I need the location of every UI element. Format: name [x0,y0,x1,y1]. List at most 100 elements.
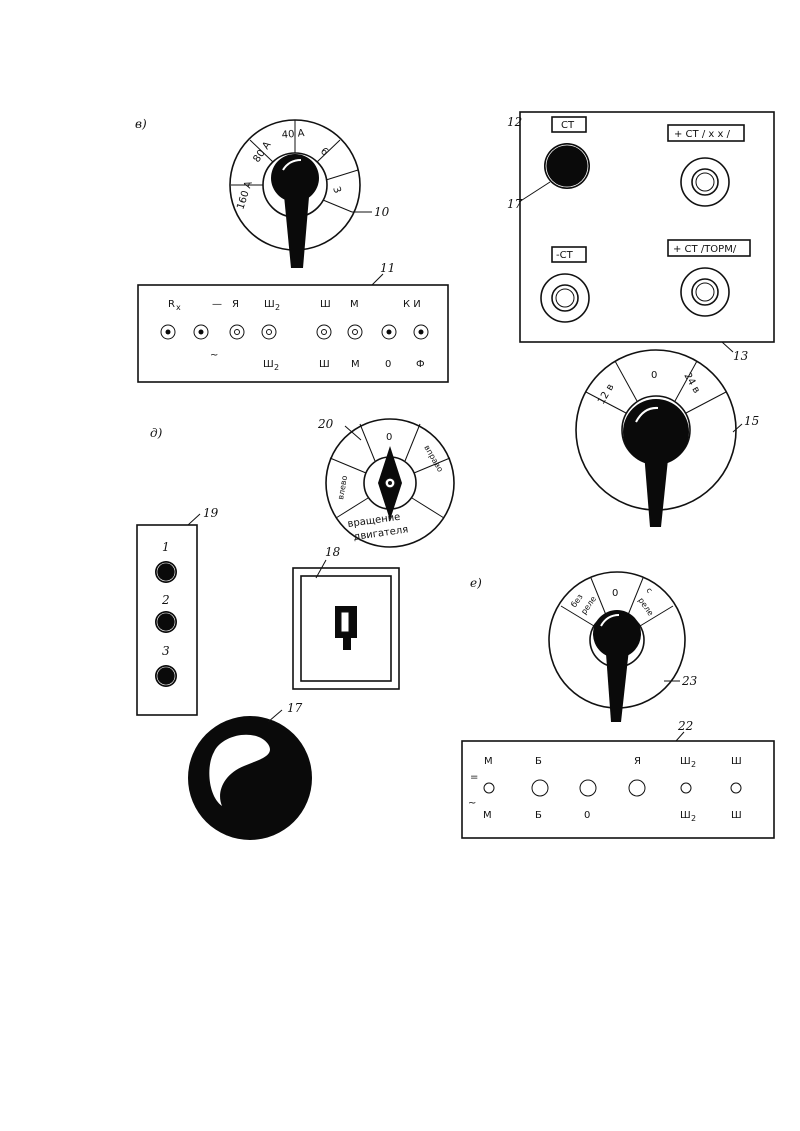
dial-23-lever [605,640,630,722]
panel-22-top-m: М [484,756,493,767]
push-button-st-torm[interactable] [680,267,730,317]
callout-20: 20 [317,417,334,431]
panel-19-label-2: 2 [161,593,170,607]
section-label-e: е) [470,576,482,590]
panel-22-bottom-0: 0 [584,810,590,821]
dial-10-label-3: 3 [330,185,343,195]
toggle-18-inner-frame [300,575,392,682]
toggle-18-frame [292,567,400,690]
push-button-minus-st[interactable] [540,273,590,323]
panel-11-top-sh2-sub: 2 [275,303,280,312]
panel-22-top-sh2-sub: 2 [691,760,696,769]
panel-19-frame [136,524,198,716]
panel-11-terminals [160,324,429,340]
rotary-switch-10[interactable]: 160 А 80 А 40 А 6 3 10 [229,119,390,268]
panel-11-top-r: R [168,299,175,310]
label-minus-st: -СТ [556,250,574,261]
callout-12: 12 [507,115,522,129]
callout-17-top: 17 [507,197,523,211]
dial-20-label-0: 0 [386,432,392,443]
panel-22-frame [461,740,775,839]
panel-11-top-sh: Ш [320,299,331,310]
dial-20-outer [325,418,455,548]
dial-10-label-40a: 40 А [281,128,305,141]
panel-22-top-sh: Ш [731,756,742,767]
label-st: СТ [561,120,575,131]
label-plate-st-torm [667,239,751,257]
dial-10-label-160a: 160 А [235,180,255,211]
dial-10-lever [283,185,310,268]
indicator-lamp-1 [155,561,177,583]
panel-11-top-ki: К И [403,299,421,310]
dial-15-label-12v: 12 в [596,382,616,406]
panel-11-tilde: ~ [210,350,218,361]
rotary-switch-23[interactable]: без реле 0 с реле 23 [548,571,698,722]
dial-23-label-rele2: реле [636,596,655,618]
panel-22-bottom-sh: Ш [731,810,742,821]
panel-11-top-r-sub: x [176,303,181,312]
panel-11-bottom-sh: Ш [319,359,330,370]
dial-15-lever [643,440,670,527]
callout-11: 11 [380,261,395,275]
terminal-panel-22: 22 М Б Я Ш 2 Ш = ~ М Б 0 Ш 2 Ш [461,719,775,839]
callout-22: 22 [677,719,693,733]
label-plate-minus-st [551,246,587,263]
indicator-lamp-3 [155,665,177,687]
callout-15: 15 [744,414,759,428]
panel-11-bottom-0: 0 [385,359,391,370]
panel-22-top-ya: Я [634,756,641,767]
panel-11-frame [137,284,449,383]
callout-19: 19 [203,506,219,520]
dial-20-label-right: вправо [422,444,445,474]
panel-22-bottom-sh2: Ш [680,810,691,821]
label-st-xx: + СТ / х х / [674,129,731,140]
indicator-panel-19: 19 1 2 3 [136,506,219,716]
panel-19-label-3: 3 [162,644,170,658]
toggle-switch-18[interactable]: 18 [292,545,400,690]
panel-11-bottom-f: Ф [416,359,425,370]
mushroom-button-17-top[interactable] [544,143,590,189]
panel-22-top-b: Б [535,756,542,767]
panel-22-bottom-b: Б [535,810,542,821]
panel-11-top-dash: — [212,299,222,310]
dial-15-label-0: 0 [651,370,657,381]
dial-20-label-left: влево [336,475,349,501]
callout-10: 10 [374,205,390,219]
push-button-st-xx[interactable] [680,157,730,207]
dial-23-label-s: с [644,586,654,595]
mushroom-button-17[interactable]: 17 [188,701,312,840]
dial-10-label-80a: 80 А [251,140,273,165]
rotary-switch-20[interactable]: 0 влево вправо вращение двигателя 20 [317,417,455,548]
panel-22-bottom-m: М [483,810,492,821]
panel-19-label-1: 1 [162,540,170,554]
callout-13: 13 [733,349,749,363]
toggle-18-lever [343,638,351,650]
panel-11-bottom-sh2-sub: 2 [274,363,279,372]
panel-22-bottom-sh2-sub: 2 [691,814,696,823]
section-label-d: д) [150,426,163,440]
button-panel-13: 12 13 СТ + СТ / х х / -СТ + СТ /ТОРМ/ 17 [507,111,775,363]
dial-10-label-6: 6 [318,146,330,159]
panel-22-tilde: ~ [468,798,476,809]
mushroom-17-cap [188,716,312,840]
panel-11-top-ya: Я [232,299,239,310]
panel-11-top-sh2: Ш [264,299,275,310]
panel-22-equals: = [470,772,478,783]
callout-23: 23 [681,674,698,688]
callout-17-bottom: 17 [287,701,303,715]
label-plate-st [551,116,587,133]
callout-18: 18 [325,545,341,559]
label-st-torm: + СТ /ТОРМ/ [673,244,737,255]
section-label-v: в) [135,117,147,131]
terminal-panel-11: 11 R x — Я Ш 2 Ш М К И ~ Ш 2 Ш М 0 Ф [137,261,449,383]
dial-23-label-0: 0 [612,588,618,599]
panel-22-terminals [483,779,742,797]
panel-11-bottom-sh2: Ш [263,359,274,370]
panel-11-bottom-m: М [351,359,360,370]
panel-22-top-sh2: Ш [680,756,691,767]
rotary-switch-15[interactable]: 12 в 0 24 в 15 [575,349,759,527]
indicator-lamp-2 [155,611,177,633]
panel-13-frame [519,111,775,343]
